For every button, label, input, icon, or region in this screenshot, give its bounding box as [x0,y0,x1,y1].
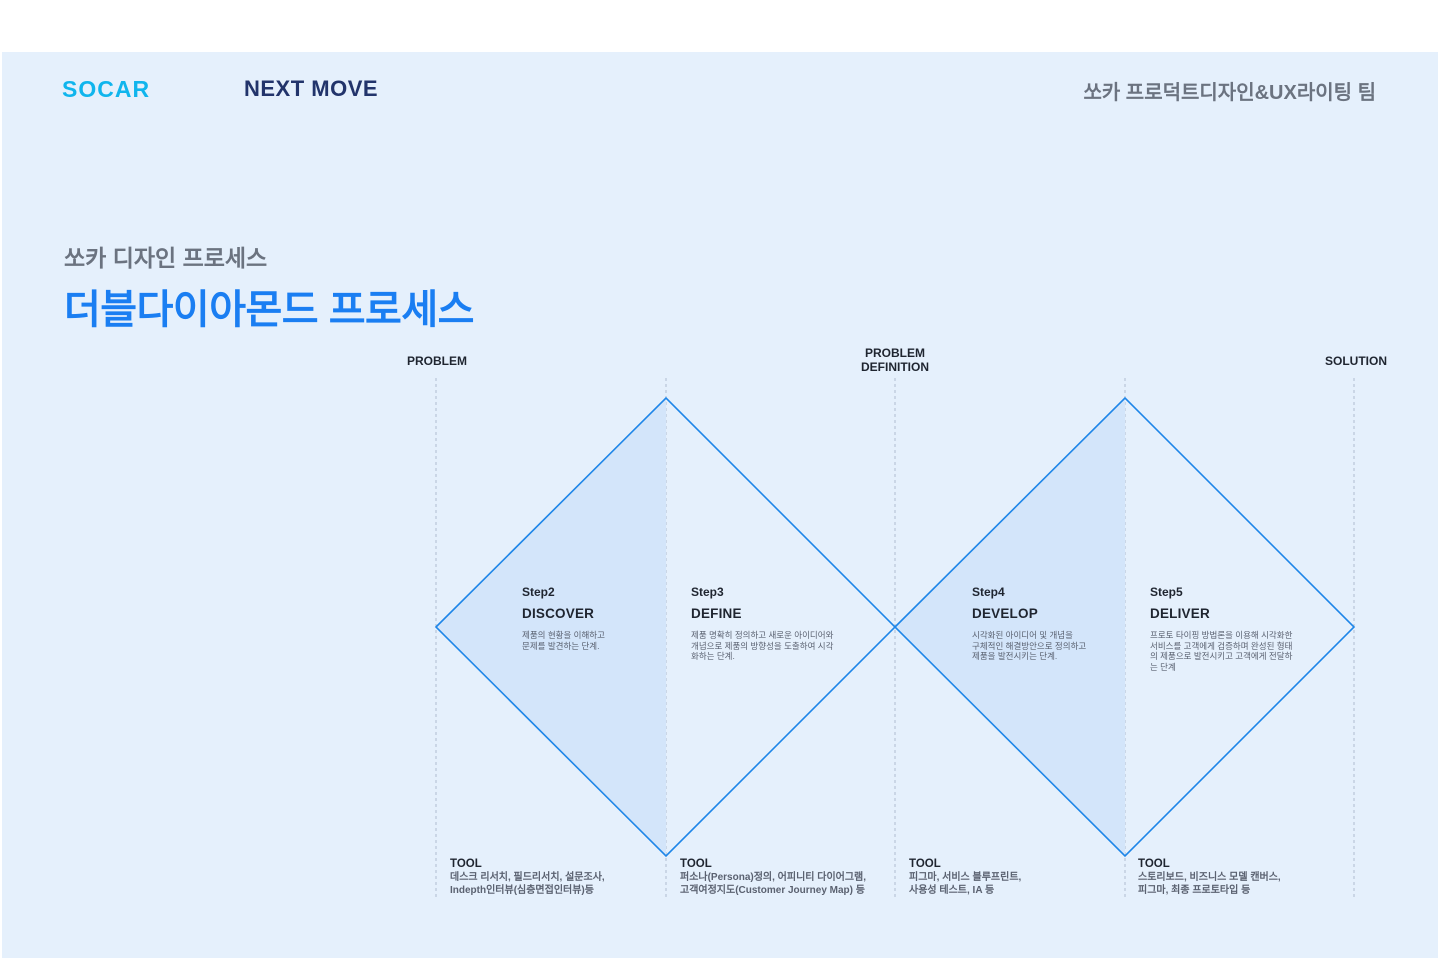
tool-develop: TOOL 피그마, 서비스 블루프린트, 사용성 테스트, IA 등 [909,857,1021,897]
team-name: 쏘카 프로덕트디자인&UX라이팅 팀 [1083,82,1376,104]
tool-define: TOOL 퍼소나(Persona)정의, 어피니티 다이어그램, 고객여정지도(… [680,857,866,897]
page-title: 더블다이아몬드 프로세스 [64,288,474,332]
tool-label: TOOL [1138,858,1170,870]
tool-description: 퍼소나(Persona)정의, 어피니티 다이어그램, [680,872,867,883]
tool-label: TOOL [909,858,941,870]
tool-label: TOOL [450,858,482,870]
tool-description: Indepth인터뷰(심층면접인터뷰)등 [450,885,594,896]
step-number: Step4 [972,585,1005,599]
marker-problem: PROBLEM [407,354,467,368]
step-name: DISCOVER [522,606,595,621]
step-description: 시각화된 아이디어 및 개념을 구체적인 해결방안으로 정의하고 제품을 발전시… [972,630,1087,661]
step-description: 프로토 타이핑 방법론을 이용해 시각화한 서비스를 고객에게 검증하며 완성된… [1150,630,1293,672]
tool-deliver: TOOL 스토리보드, 비즈니스 모델 캔버스, 피그마, 최종 프로토타입 등 [1138,857,1281,897]
tool-description: 스토리보드, 비즈니스 모델 캔버스, [1138,872,1281,883]
discover-shade [436,398,666,856]
tool-description: 고객여정지도(Customer Journey Map) 등 [680,885,865,896]
step-description: 제품의 현황을 이해하고 문제를 발견하는 단계. [522,630,605,651]
diamond-2 [893,396,1356,858]
step-name: DELIVER [1150,606,1210,621]
tool-description: 피그마, 서비스 블루프린트, [909,872,1022,883]
step-number: Step5 [1150,585,1183,599]
step-number: Step3 [691,585,724,599]
step-discover: Step2 DISCOVER 제품의 현황을 이해하고 문제를 발견하는 단계. [522,585,662,651]
tool-label: TOOL [680,858,712,870]
step-number: Step2 [522,585,555,599]
step-name: DEVELOP [972,606,1038,621]
tool-description: 사용성 테스트, IA 등 [909,885,995,896]
step-name: DEFINE [691,606,742,621]
slide-background [2,52,1438,958]
socar-logo: SOCAR [62,76,151,102]
tool-description: 데스크 리서치, 필드리서치, 설문조사, [450,872,605,883]
marker-problem-definition: PROBLEM DEFINITION [861,346,929,374]
marker-solution: SOLUTION [1325,354,1387,368]
tool-discover: TOOL 데스크 리서치, 필드리서치, 설문조사, Indepth인터뷰(심층… [450,857,605,897]
page-subtitle: 쏘카 디자인 프로세스 [64,245,268,271]
step-deliver: Step5 DELIVER 프로토 타이핑 방법론을 이용해 시각화한 서비스를… [1150,585,1320,672]
step-develop: Step4 DEVELOP 시각화된 아이디어 및 개념을 구체적인 해결방안으… [972,585,1122,662]
tool-description: 피그마, 최종 프로토타입 등 [1138,885,1251,896]
develop-shade [895,398,1125,856]
step-description: 제품 명확히 정의하고 새로운 아이디어와 개념으로 제품의 방향성을 도출하여… [691,630,834,661]
step-define: Step3 DEFINE 제품 명확히 정의하고 새로운 아이디어와 개념으로 … [691,585,861,662]
next-move-logo: NEXT MOVE [244,76,379,101]
